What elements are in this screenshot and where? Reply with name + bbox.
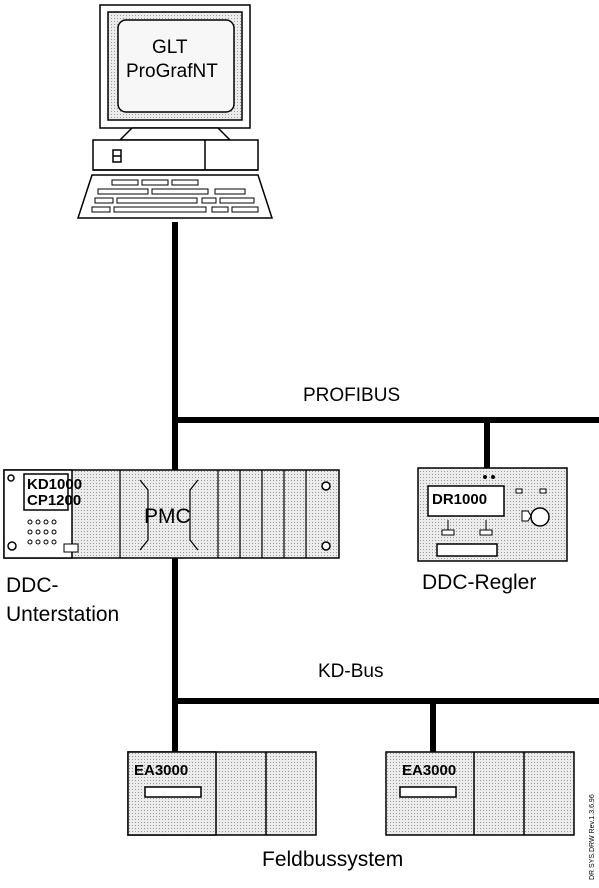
computer-icon (76, 4, 274, 219)
unterstation-rack (3, 469, 340, 559)
unterstation-display-line2: CP1200 (27, 492, 82, 509)
pmc-module-label: PMC (144, 505, 191, 528)
regler-device (417, 467, 568, 562)
io-module-2-slot (399, 786, 457, 798)
io-module-1 (127, 751, 317, 836)
regler-caption: DDC-Regler (422, 571, 537, 594)
io-module-2 (385, 751, 575, 836)
side-note: DR SYS.DRW Rev.1.3.6.96 (589, 794, 596, 880)
unterstation-caption-line1: DDC- (6, 574, 59, 597)
io-module-2-label: EA3000 (402, 762, 457, 779)
computer-label-line1: GLT (152, 37, 188, 58)
regler-display-text: DR1000 (432, 491, 488, 508)
computer-label-line2: ProGrafNT (126, 61, 218, 82)
regler-display (427, 485, 505, 517)
bus-lines (172, 222, 599, 752)
unterstation-caption-line2: Unterstation (6, 603, 120, 626)
kdbus-label: KD-Bus (318, 661, 384, 682)
regler-knob (530, 507, 550, 527)
monitor-screen (117, 19, 235, 113)
unterstation-display-line1: KD1000 (27, 476, 83, 493)
io-module-1-label: EA3000 (134, 762, 189, 779)
io-module-1-slot (144, 786, 202, 798)
unterstation-display (23, 473, 69, 511)
profibus-label: PROFIBUS (303, 385, 401, 406)
feldbus-caption: Feldbussystem (262, 848, 404, 871)
